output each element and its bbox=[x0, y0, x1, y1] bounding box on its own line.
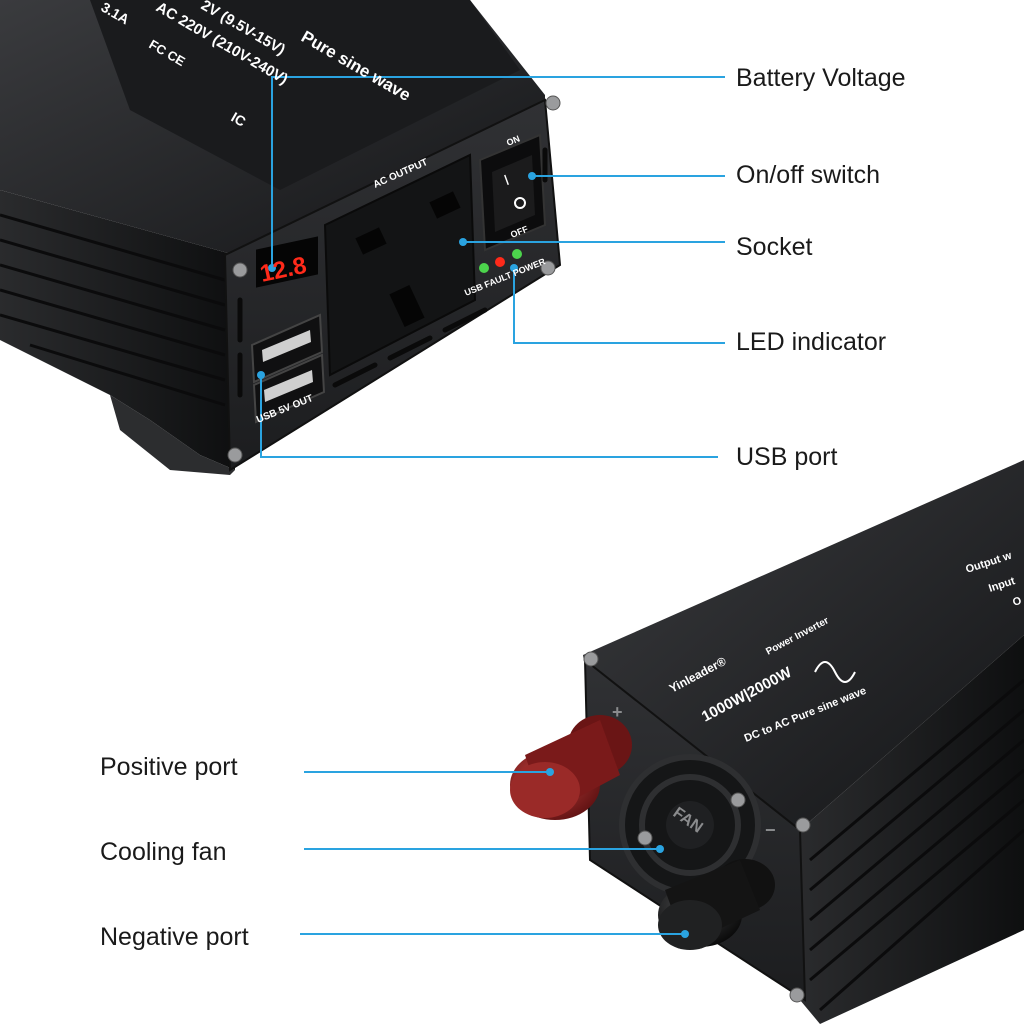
bottom-inverter-side bbox=[800, 635, 1024, 1024]
front-vents bbox=[237, 147, 548, 398]
switch-off-mark bbox=[514, 197, 526, 209]
top-screws bbox=[227, 95, 561, 463]
callout-on-off-switch: On/off switch bbox=[736, 161, 881, 189]
top-inverter: | bbox=[0, 0, 562, 475]
positive-terminal[interactable] bbox=[510, 715, 632, 820]
top-inverter-foot bbox=[110, 395, 235, 475]
negative-terminal[interactable] bbox=[658, 859, 775, 950]
callout-usb-port: USB port bbox=[736, 443, 838, 471]
callout-lines bbox=[260, 76, 725, 935]
callout-led-indicator: LED indicator bbox=[736, 328, 887, 356]
top-label-panel bbox=[90, 0, 520, 190]
top-label-cert-right: IC bbox=[229, 109, 249, 130]
bottom-inverter-ribs bbox=[809, 678, 1024, 1012]
switch-on-label: ON bbox=[505, 134, 521, 148]
minus-sign: − bbox=[765, 820, 776, 840]
ac-socket-holes bbox=[355, 191, 461, 327]
callout-battery-voltage: Battery Voltage bbox=[736, 64, 906, 92]
cooling-fan bbox=[619, 754, 761, 896]
bottom-inverter bbox=[510, 460, 1024, 1024]
switch-on-mark: | bbox=[503, 173, 510, 185]
led-indicator-line bbox=[513, 268, 725, 344]
plus-sign: + bbox=[612, 702, 623, 722]
callout-dots bbox=[257, 172, 689, 938]
led-fault bbox=[495, 257, 505, 267]
bottom-screws bbox=[583, 651, 811, 1003]
top-inverter-lower-side bbox=[0, 190, 235, 470]
bottom-inverter-top bbox=[583, 460, 1024, 830]
sine-wave-icon bbox=[814, 661, 856, 683]
usb-port-line bbox=[260, 375, 718, 458]
led-power bbox=[512, 249, 522, 259]
callout-cooling-fan: Cooling fan bbox=[100, 838, 227, 866]
side-text-3: O bbox=[1011, 595, 1023, 609]
battery-voltage-line bbox=[271, 76, 725, 268]
callout-negative-port: Negative port bbox=[100, 923, 249, 951]
callout-positive-port: Positive port bbox=[100, 753, 238, 781]
power-switch-rocker[interactable] bbox=[492, 155, 535, 232]
callout-socket: Socket bbox=[736, 233, 813, 261]
led-usb bbox=[479, 263, 489, 273]
usb-ports[interactable] bbox=[250, 313, 326, 424]
top-inverter-ribs bbox=[0, 213, 226, 407]
